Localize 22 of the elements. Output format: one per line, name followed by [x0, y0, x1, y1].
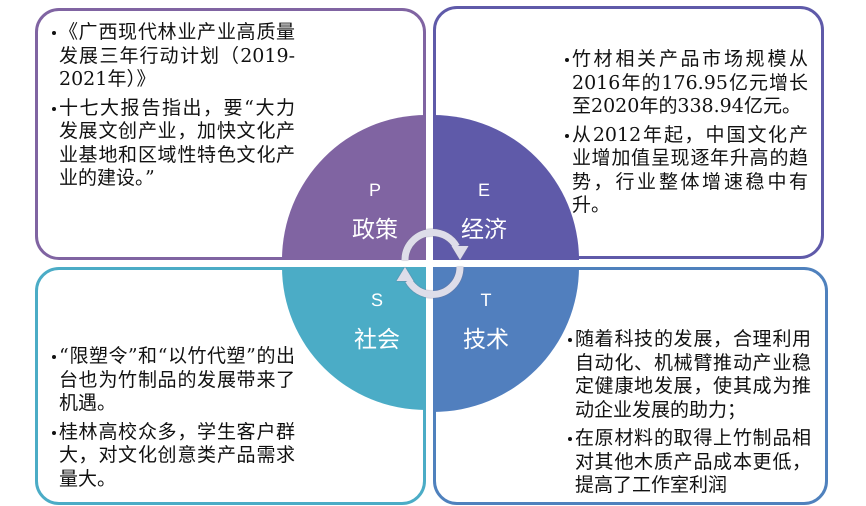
quadrant-title: 政策 [352, 216, 398, 244]
bullet-text: 十七大报告指出，要“大力发展文创产业，加快文化产业基地和区域性特色文化产业的建设。” [59, 96, 295, 190]
cycle-arrow [398, 266, 464, 298]
bullet-text: “限塑令”和“以竹代塑”的出台也为竹制品的发展带来了机遇。 [59, 345, 295, 416]
quadrant-title: 技术 [463, 326, 509, 354]
bullet-text: 竹材相关产品市场规模从2016年的176.95亿元增长至2020年的338.94亿元。 [572, 48, 808, 118]
quadrant-title: 社会 [354, 326, 400, 354]
quadrant-letter: E [478, 180, 490, 200]
quadrant-title: 经济 [461, 216, 507, 244]
bullet-text: 桂林高校众多，学生客户群大，对文化创意类产品需求量大。 [59, 420, 295, 491]
bullet-text: 在原材料的取得上竹制品相对其他木质产品成本更低，提高了工作室利润 [575, 427, 811, 498]
quadrant-letter: S [370, 290, 383, 310]
quadrant-letter: P [368, 180, 381, 200]
cycle-arrow [402, 229, 466, 260]
quadrant-letter: T [480, 290, 492, 310]
text-card [433, 267, 828, 505]
text-card [35, 8, 426, 260]
text-card [433, 6, 824, 259]
bullet-text: 随着科技的发展，合理利用自动化、机械臂推动产业稳定健康地发展，使其成为推动企业发展的助力； [575, 328, 811, 422]
text-card [35, 267, 426, 505]
bullet-text: 《广西现代林业产业高质量发展三年行动计划（2019-2021年）》 [59, 21, 295, 92]
bullet-text: 从2012年起，中国文化产业增加值呈现逐年升高的趋势，行业整体增速稳中有升。 [572, 124, 808, 218]
